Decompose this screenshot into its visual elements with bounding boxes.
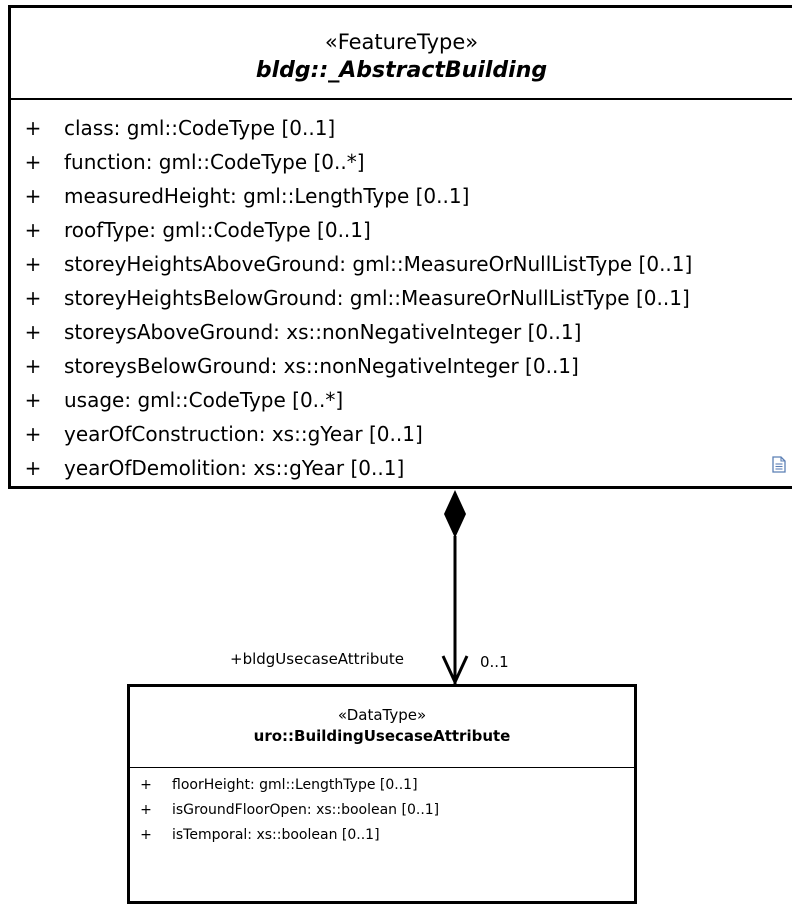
attribute-row[interactable]: + isGroundFloorOpen: xs::boolean [0..1] [130, 799, 634, 824]
visibility-marker: + [24, 354, 42, 378]
attribute-text: class: gml::CodeType [0..1] [64, 116, 336, 140]
attribute-row[interactable]: + roofType: gml::CodeType [0..1] [11, 215, 792, 249]
attribute-row[interactable]: + measuredHeight: gml::LengthType [0..1] [11, 181, 792, 215]
class-header: «DataType» uro::BuildingUsecaseAttribute [130, 687, 634, 768]
attribute-text: usage: gml::CodeType [0..*] [64, 388, 344, 412]
visibility-marker: + [24, 388, 42, 412]
attribute-text: floorHeight: gml::LengthType [0..1] [172, 777, 418, 793]
class-name: bldg::_AbstractBuilding [255, 58, 548, 83]
visibility-marker: + [24, 320, 42, 344]
class-stereotype: «DataType» [337, 706, 427, 724]
visibility-marker: + [24, 456, 42, 480]
attribute-text: function: gml::CodeType [0..*] [64, 150, 365, 174]
attribute-text: isTemporal: xs::boolean [0..1] [172, 827, 380, 843]
attribute-row[interactable]: + function: gml::CodeType [0..*] [11, 147, 792, 181]
visibility-marker: + [140, 777, 152, 793]
attribute-text: isGroundFloorOpen: xs::boolean [0..1] [172, 802, 440, 818]
attribute-row[interactable]: + class: gml::CodeType [0..1] [11, 113, 792, 147]
attribute-text: storeysBelowGround: xs::nonNegativeInteg… [64, 354, 579, 378]
attribute-text: storeyHeightsAboveGround: gml::MeasureOr… [64, 252, 693, 276]
attribute-row[interactable]: + floorHeight: gml::LengthType [0..1] [130, 774, 634, 799]
attribute-compartment: + floorHeight: gml::LengthType [0..1] + … [130, 768, 634, 849]
attribute-row[interactable]: + isTemporal: xs::boolean [0..1] [130, 824, 634, 849]
association-multiplicity-label: 0..1 [480, 653, 509, 671]
building-usecase-attribute-class[interactable]: «DataType» uro::BuildingUsecaseAttribute… [127, 684, 637, 904]
attribute-text: yearOfDemolition: xs::gYear [0..1] [64, 456, 405, 480]
attribute-row[interactable]: + storeysBelowGround: xs::nonNegativeInt… [11, 351, 792, 385]
class-name: uro::BuildingUsecaseAttribute [253, 727, 511, 745]
attribute-row[interactable]: + storeysAboveGround: xs::nonNegativeInt… [11, 317, 792, 351]
navigability-arrowhead [441, 655, 469, 686]
attribute-text: storeyHeightsBelowGround: gml::MeasureOr… [64, 286, 690, 310]
attribute-text: storeysAboveGround: xs::nonNegativeInteg… [64, 320, 582, 344]
attribute-text: yearOfConstruction: xs::gYear [0..1] [64, 422, 423, 446]
attribute-row[interactable]: + storeyHeightsBelowGround: gml::Measure… [11, 283, 792, 317]
abstract-building-class[interactable]: «FeatureType» bldg::_AbstractBuilding + … [8, 5, 792, 489]
association-role-label: +bldgUsecaseAttribute [230, 650, 405, 668]
attribute-row[interactable]: + usage: gml::CodeType [0..*] [11, 385, 792, 419]
visibility-marker: + [24, 116, 42, 140]
composition-diamond [444, 490, 466, 538]
class-stereotype: «FeatureType» [324, 30, 479, 54]
attribute-text: roofType: gml::CodeType [0..1] [64, 218, 371, 242]
visibility-marker: + [24, 252, 42, 276]
visibility-marker: + [24, 422, 42, 446]
class-header: «FeatureType» bldg::_AbstractBuilding [11, 8, 792, 100]
document-icon[interactable] [772, 456, 786, 473]
visibility-marker: + [140, 802, 152, 818]
attribute-text: measuredHeight: gml::LengthType [0..1] [64, 184, 470, 208]
attribute-compartment: + class: gml::CodeType [0..1] + function… [11, 100, 792, 487]
attribute-row[interactable]: + yearOfDemolition: xs::gYear [0..1] [11, 453, 792, 487]
visibility-marker: + [24, 218, 42, 242]
attribute-row[interactable]: + yearOfConstruction: xs::gYear [0..1] [11, 419, 792, 453]
visibility-marker: + [24, 150, 42, 174]
visibility-marker: + [140, 827, 152, 843]
attribute-row[interactable]: + storeyHeightsAboveGround: gml::Measure… [11, 249, 792, 283]
visibility-marker: + [24, 184, 42, 208]
visibility-marker: + [24, 286, 42, 310]
